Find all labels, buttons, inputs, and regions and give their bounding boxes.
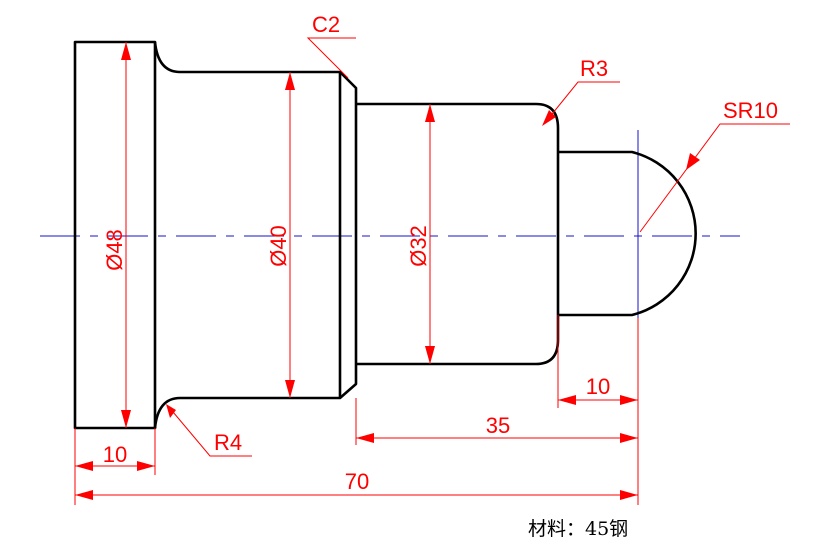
callout-r4: R4 bbox=[166, 404, 252, 457]
dimension-len70: 70 bbox=[75, 469, 638, 500]
dimension-len10-right: 10 bbox=[557, 315, 639, 505]
dimension-len10-left: 10 bbox=[74, 428, 156, 505]
dia40-label: Ø40 bbox=[266, 225, 291, 267]
shaft-outline bbox=[73, 40, 697, 430]
dia40-section bbox=[153, 41, 358, 429]
sr10-label: SR10 bbox=[723, 98, 778, 123]
len10-left-label: 10 bbox=[103, 442, 127, 467]
dia48-label: Ø48 bbox=[102, 229, 127, 271]
len10-right-label: 10 bbox=[586, 374, 610, 399]
callout-sr10: SR10 bbox=[639, 98, 790, 233]
callout-c2: C2 bbox=[306, 12, 356, 79]
len70-label: 70 bbox=[345, 469, 369, 494]
material-note: 材料：45钢 bbox=[528, 518, 628, 540]
dimension-dia48: Ø48 bbox=[102, 42, 131, 428]
dia32-label: Ø32 bbox=[406, 225, 431, 267]
r4-label: R4 bbox=[214, 430, 242, 455]
dimension-dia40: Ø40 bbox=[266, 72, 295, 398]
r3-label: R3 bbox=[580, 56, 608, 81]
c2-label: C2 bbox=[312, 12, 340, 37]
len35-label: 35 bbox=[486, 413, 510, 438]
dimension-len35: 35 bbox=[355, 398, 638, 445]
dimension-dia32: Ø32 bbox=[406, 104, 435, 364]
dia32-section bbox=[356, 102, 560, 366]
flange-section bbox=[73, 40, 157, 430]
callout-r3: R3 bbox=[542, 56, 620, 126]
sphere-end-section bbox=[558, 150, 697, 317]
